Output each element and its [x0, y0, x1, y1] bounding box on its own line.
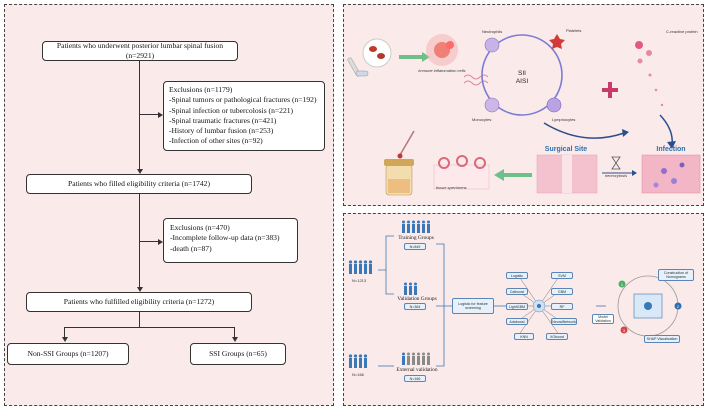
connector [139, 241, 159, 242]
necrocytosis-label: necrocytosis [605, 173, 627, 178]
exclusions2-box: Exclusions (n=470) -Incomplete follow-up… [163, 218, 298, 263]
arrow-head [61, 337, 68, 342]
exclusions1-title: Exclusions (n=1179) [169, 85, 233, 94]
arrow-head [136, 287, 143, 292]
nomogram-center-icon [633, 293, 663, 319]
hourglass-icon [611, 156, 621, 170]
connector [139, 61, 140, 171]
exclusions1-box: Exclusions (n=1179) -Spinal tumors or pa… [163, 81, 325, 151]
lymphocytes-label: Lymphocytes [552, 117, 575, 122]
model-box: NeuralNetwork [551, 318, 577, 325]
model-box: RF [551, 303, 573, 310]
arrow-head [136, 169, 143, 174]
step-marker [620, 326, 628, 334]
screening-box: Logistic for feature screening [452, 298, 494, 314]
tissue-strip [433, 164, 490, 190]
training-n: N=849 [404, 243, 426, 250]
connector [234, 327, 235, 338]
neutrophil-icon [484, 37, 500, 53]
model-box: Adaboost [506, 318, 528, 325]
lymphocyte-icon [546, 97, 562, 113]
external-cohort-n: N=166 [352, 372, 365, 377]
ssi-text: SSI Groups (n=65) [209, 348, 267, 358]
surgical-site-label: Surgical Site [545, 146, 588, 153]
exclusion-item: -Infection of other sites (n=92) [169, 136, 263, 146]
step-number: 3 [623, 328, 626, 333]
exclusion-item: -death (n=87) [170, 243, 212, 253]
arrow-head [231, 337, 238, 342]
specimen-jar-icon [384, 159, 414, 196]
tissue-label: tissue specimens [436, 185, 467, 190]
eligible-text: Patients who filled eligibility criteria… [68, 178, 210, 188]
exclusion-item: -Spinal tumors or pathological fractures… [169, 95, 317, 105]
swab-icon [399, 130, 415, 156]
plus-icon [602, 82, 618, 98]
validation-n: N=364 [404, 303, 426, 310]
monocyte-icon [484, 97, 500, 113]
step-marker [618, 280, 626, 288]
monocytes-label: Monocytes [472, 117, 491, 122]
exclusion-item: -Spinal infection or tubercolosis (n=221… [169, 105, 294, 115]
mechanism-illustration: immune inflammation cells SII AISI Neutr… [347, 28, 701, 196]
fulfilled-box: Patients who fulfilled eligibility crite… [26, 292, 252, 312]
aisi-label: AISI [516, 78, 528, 85]
external-n: N=166 [404, 375, 426, 382]
start-box: Patients who underwent posterior lumbar … [42, 41, 238, 61]
step-number: 1 [621, 282, 624, 287]
sii-cycle [481, 34, 563, 116]
step-number: 2 [677, 304, 680, 309]
immune-cells-icon [426, 34, 458, 66]
exclusion-item: -Incomplete follow-up data (n=383) [170, 233, 280, 243]
validation-people-icon [404, 282, 417, 295]
external-people-icon [402, 352, 430, 365]
flowchart-panel: Patients who underwent posterior lumbar … [4, 4, 334, 406]
model-box: LightGBM [506, 303, 528, 310]
model-validation-label: Model Validation [592, 314, 614, 324]
infection-tissue [641, 154, 701, 194]
start-text: Patients who underwent posterior lumbar … [56, 40, 224, 60]
ssi-box: SSI Groups (n=65) [190, 343, 286, 365]
cohort-people-icon [348, 260, 373, 274]
external-label: External validation [396, 367, 438, 373]
crp-icon [635, 41, 643, 49]
connector [139, 312, 140, 327]
non-ssi-text: Non-SSI Groups (n=1207) [27, 348, 109, 358]
nomogram-box: Construction of Nomograms [658, 269, 694, 281]
model-box: GBM [551, 288, 573, 295]
cohort-n: N=1213 [352, 278, 367, 283]
neutrophils-label: Neutrophils [482, 29, 502, 34]
step-marker [674, 302, 682, 310]
crp-label: C-reactive protein [666, 29, 698, 34]
model-box: SVM [551, 272, 573, 279]
external-cohort-people-icon [348, 354, 368, 368]
exclusion-item: -Spinal traumatic fractures (n=421) [169, 115, 277, 125]
model-box: Catboost [506, 288, 528, 295]
validation-label: Validation Groups [397, 296, 437, 302]
eligible-box: Patients who filled eligibility criteria… [26, 174, 252, 194]
training-label: Training Groups [398, 235, 434, 241]
sii-label: SII [518, 70, 526, 77]
connector [64, 327, 65, 338]
connector [139, 114, 159, 115]
blood-sample-icon [347, 38, 392, 77]
exclusion-item: -History of lumbar fusion (n=253) [169, 126, 274, 135]
model-box: Logistic [506, 272, 528, 279]
training-people-icon [402, 220, 430, 233]
immune-label: immune inflammation cells [418, 68, 465, 73]
non-ssi-box: Non-SSI Groups (n=1207) [7, 343, 129, 365]
fulfilled-text: Patients who fulfilled eligibility crite… [63, 296, 215, 306]
infection-label: Infection [656, 146, 685, 153]
arrow-head [158, 238, 163, 245]
shap-box: SHAP Visualization [644, 335, 680, 343]
platelet-icon [549, 34, 565, 49]
model-box: XGboost [546, 333, 568, 340]
mechanism-panel: immune inflammation cells SII AISI Neutr… [343, 4, 704, 206]
platelets-label: Platelets [566, 28, 581, 33]
connector [64, 327, 234, 328]
model-box: KNN [514, 333, 534, 340]
exclusions2-title: Exclusions (n=470) [170, 223, 230, 232]
pipeline-lines: N=1213 N=166 [348, 220, 682, 377]
arrow-head [158, 111, 163, 118]
ml-pipeline-panel: N=1213 N=166 [343, 213, 704, 406]
